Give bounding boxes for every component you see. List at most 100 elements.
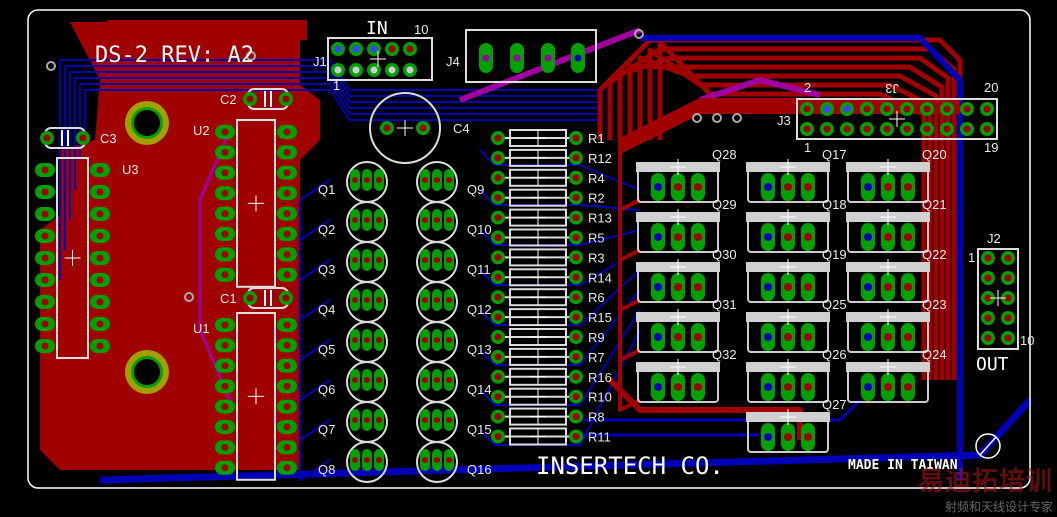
transistor-label: Q8 bbox=[318, 462, 335, 477]
drill bbox=[422, 337, 428, 343]
power-transistor-label: Q24 bbox=[922, 347, 947, 362]
drill bbox=[764, 233, 772, 241]
j3-pin2: 2 bbox=[804, 80, 811, 95]
drill bbox=[694, 383, 702, 391]
power-transistor-label: Q32 bbox=[712, 347, 737, 362]
drill bbox=[446, 337, 452, 343]
drill bbox=[221, 382, 229, 390]
origin-cross bbox=[64, 250, 81, 266]
drill bbox=[784, 233, 792, 241]
drill bbox=[963, 125, 971, 133]
drill bbox=[334, 66, 342, 74]
j3-mirror-label: J3 bbox=[885, 81, 899, 96]
capacitor-label: C2 bbox=[220, 92, 237, 107]
trace bbox=[618, 110, 960, 412]
drill bbox=[41, 320, 49, 328]
drill bbox=[494, 393, 502, 401]
drill bbox=[494, 134, 502, 142]
power-transistor-label: Q25 bbox=[822, 297, 847, 312]
drill bbox=[572, 413, 580, 421]
resistor-label: R12 bbox=[588, 151, 612, 166]
transistor-label: Q4 bbox=[318, 302, 335, 317]
trace bbox=[607, 46, 957, 380]
origin-cross bbox=[670, 259, 686, 275]
j3-label: J3 bbox=[777, 113, 791, 128]
resistor-label: R9 bbox=[588, 330, 605, 345]
drill bbox=[352, 45, 360, 53]
origin-cross bbox=[530, 249, 546, 266]
ic-outline bbox=[236, 312, 276, 481]
ic-outline bbox=[56, 157, 89, 359]
drill bbox=[674, 283, 682, 291]
drill bbox=[283, 403, 291, 411]
drill bbox=[352, 177, 358, 183]
drill bbox=[494, 174, 502, 182]
drill bbox=[764, 383, 772, 391]
drill bbox=[784, 383, 792, 391]
origin-cross bbox=[530, 348, 546, 365]
drill bbox=[572, 234, 580, 241]
drill bbox=[764, 333, 772, 341]
drill bbox=[513, 54, 521, 62]
fiducial-icon bbox=[975, 433, 1001, 459]
power-transistor-label: Q19 bbox=[822, 247, 847, 262]
capacitor-symbol bbox=[264, 91, 272, 107]
drill bbox=[654, 283, 662, 291]
resistor-label: R2 bbox=[588, 191, 605, 206]
drill bbox=[283, 341, 291, 349]
drill bbox=[282, 95, 290, 103]
watermark-subtitle: 射频和天线设计专家 bbox=[944, 500, 1053, 514]
drill bbox=[804, 383, 812, 391]
drill bbox=[434, 417, 440, 423]
drill bbox=[843, 105, 851, 113]
drill bbox=[352, 377, 358, 383]
power-transistor-label: Q31 bbox=[712, 297, 737, 312]
resistor-label: R6 bbox=[588, 290, 605, 305]
drill bbox=[370, 66, 378, 74]
drill bbox=[904, 383, 912, 391]
mounting-hole-drill bbox=[134, 110, 160, 136]
trace bbox=[618, 107, 960, 362]
drill bbox=[803, 125, 811, 133]
trace bbox=[607, 377, 803, 440]
ground-pour bbox=[40, 22, 320, 470]
transistor-label: Q10 bbox=[467, 222, 492, 237]
drill bbox=[572, 293, 580, 301]
drill bbox=[984, 334, 992, 342]
transistor-label: Q15 bbox=[467, 422, 492, 437]
drill bbox=[864, 233, 872, 241]
drill bbox=[434, 377, 440, 383]
origin-cross bbox=[880, 309, 896, 325]
power-transistor-label: Q26 bbox=[822, 347, 847, 362]
drill bbox=[572, 333, 580, 341]
drill bbox=[283, 250, 291, 258]
output-label: OUT bbox=[976, 354, 1009, 375]
drill bbox=[494, 373, 502, 381]
drill bbox=[694, 183, 702, 191]
drill bbox=[221, 250, 229, 258]
drill bbox=[943, 105, 951, 113]
capacitor-symbol bbox=[61, 130, 69, 146]
drill bbox=[96, 166, 104, 174]
company-name: INSERTECH CO. bbox=[536, 452, 724, 480]
drill bbox=[446, 177, 452, 183]
transistor-label: Q5 bbox=[318, 342, 335, 357]
trace bbox=[79, 83, 600, 160]
drill bbox=[96, 342, 104, 350]
origin-cross bbox=[780, 409, 796, 425]
drill bbox=[96, 320, 104, 328]
transistor-label: Q14 bbox=[467, 382, 492, 397]
drill bbox=[364, 177, 370, 183]
drill bbox=[983, 125, 991, 133]
drill bbox=[572, 373, 580, 381]
capacitor-label: C1 bbox=[220, 291, 237, 306]
drill bbox=[388, 45, 396, 53]
drill bbox=[221, 210, 229, 218]
drill bbox=[364, 217, 370, 223]
drill bbox=[352, 217, 358, 223]
capacitor-symbol bbox=[264, 290, 272, 306]
drill bbox=[352, 257, 358, 263]
drill bbox=[283, 382, 291, 390]
drill bbox=[96, 232, 104, 240]
trace bbox=[618, 104, 960, 312]
